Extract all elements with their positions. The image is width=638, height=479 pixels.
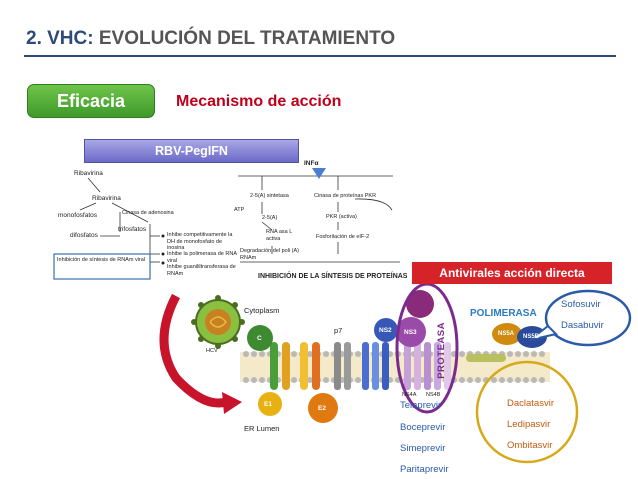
hcv-label: HCV	[206, 348, 218, 354]
difosfatos: difosfatos	[70, 232, 98, 239]
p7-label: p7	[334, 326, 343, 335]
cinasa-pkr-label: Cinasa de proteínas PKR	[314, 193, 377, 199]
polimerasa-oval	[544, 289, 632, 347]
infa-triangle	[312, 168, 326, 179]
ns5a-drug-1: Daclatasvir	[507, 398, 554, 409]
inhibicion-proteinas-label: INHIBICIÓN DE LA SÍNTESIS DE PROTEÍNAS	[258, 273, 408, 280]
cinasa-adenosina: Cinasa de adenosina	[122, 210, 174, 216]
ribavirina-2: Ribavirina	[92, 195, 121, 202]
ns5a-drug-2: Ledipasvir	[507, 419, 551, 430]
mecanismo-label: Mecanismo de acción	[176, 93, 342, 110]
rbv-label: RBV-PegIFN	[84, 139, 299, 163]
er-lumen-label: ER Lumen	[244, 424, 280, 433]
inhibicion-sintesis-text: Inhibición de síntesis de RNAm viral	[57, 257, 146, 263]
bullet-2: Inhibe la polimerasa de RNA viral	[167, 251, 237, 264]
inhibicion-box	[53, 253, 151, 280]
trifosfatos: trifosfatos	[118, 226, 147, 233]
protein-ns5a: NS5A	[498, 331, 515, 337]
protein-ns5b: NS5B	[523, 334, 540, 340]
rnasa-label: RNA asa L activa	[266, 229, 293, 242]
protein-ns2: NS2	[379, 327, 392, 334]
protein-e2: E2	[318, 405, 326, 412]
proteasa-label: PROTEASA	[436, 322, 447, 379]
ns5a-drug-3: Ombitasvir	[507, 440, 553, 451]
pkr-activa-label: PKR (activa)	[326, 214, 357, 220]
infa-label: INFα	[304, 160, 319, 167]
atp-label: ATP	[234, 207, 245, 213]
polimerasa-label: POLIMERASA	[470, 308, 537, 319]
protein-c: C	[257, 335, 262, 342]
antivirales-label: Antivirales acción directa	[412, 262, 612, 284]
polimerasa-drug-1: Sofosuvir	[561, 299, 601, 310]
cytoplasm-label: Cytoplasm	[244, 306, 280, 315]
fosforilacion-label: Fosforilación de eIF-2	[316, 234, 370, 240]
title-number: 2. VHC:	[26, 28, 94, 49]
protein-ns3: NS3	[404, 329, 417, 336]
monofosfatos: monofosfatos	[58, 212, 98, 219]
bullet-3: Inhibe guanililtransferasa de RNAm	[167, 264, 236, 277]
degradacion-label: Degradación del poli (A) RNAm	[240, 248, 300, 261]
protein-ns4a: NS4A	[402, 392, 417, 398]
viral-proteins	[247, 290, 547, 423]
polimerasa-drug-2: Dasabuvir	[561, 320, 604, 331]
ns5a-oval	[475, 360, 579, 464]
a25-label: 2-5(A)	[262, 215, 278, 221]
ribavirina-1: Ribavirina	[74, 170, 103, 177]
proteasa-oval	[395, 282, 459, 414]
protein-ns4b: NS4B	[426, 392, 441, 398]
page-title: 2. VHC: EVOLUCIÓN DEL TRATAMIENTO	[26, 28, 395, 50]
eficacia-label: Eficacia	[27, 84, 155, 118]
proteasa-drug-3: Simeprevir	[400, 443, 446, 454]
bullet-1: Inhibe competitivamente la DH de monofos…	[167, 232, 233, 251]
proteasa-drug-2: Boceprevir	[400, 422, 446, 433]
sintetasa-label: 2-5(A) sintetasa	[250, 193, 289, 199]
proteasa-drug-4: Paritaprevir	[400, 464, 449, 475]
curved-arrow	[159, 293, 228, 408]
protein-e1: E1	[264, 401, 272, 408]
transmembrane-helices	[270, 342, 506, 390]
title-text: EVOLUCIÓN DEL TRATAMIENTO	[98, 28, 396, 49]
proteasa-drug-1: Telaprevir	[400, 400, 442, 411]
title-rule	[24, 55, 616, 57]
hcv-virus-icon	[191, 295, 245, 349]
